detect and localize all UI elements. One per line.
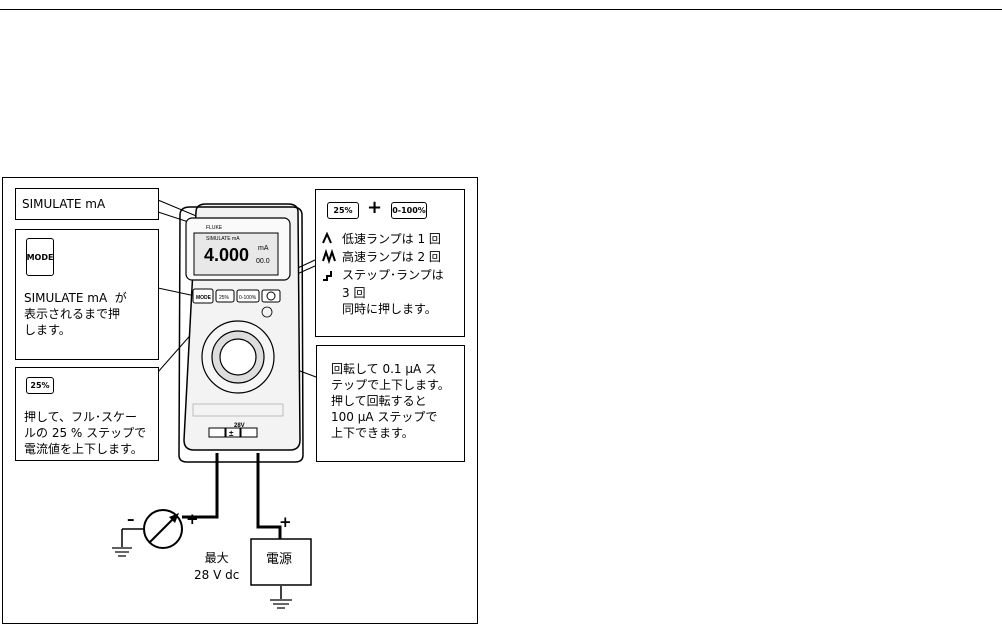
ramp-plus: + — [367, 197, 383, 218]
pct25-key: 25% — [26, 377, 54, 394]
meter-unit: mA — [258, 245, 269, 252]
neg-terminal-label: – — [127, 510, 135, 528]
power-supply-label: 電源 — [266, 552, 293, 567]
knob-callout: 回転して 0.1 μA ス テップで上下します。 押して回転すると 100 μA… — [316, 345, 465, 462]
meter-reading: 4.000 — [204, 245, 249, 265]
meter-brand: FLUKE — [206, 225, 223, 231]
meter-btn-0100: 0-100% — [239, 295, 257, 301]
ramp-callout: 25% + 0-100% 低速ランプは 1 回 高速ランプは 2 回 ステップ･… — [315, 189, 465, 337]
ramp-line-1: 低速ランプは 1 回 — [342, 232, 441, 246]
pct25-callout: 25% 押して、フル･スケー ルの 25 % ステップで 電流値を上下します。 — [15, 367, 159, 461]
figure-frame — [2, 177, 478, 624]
ramp-line-5: 同時に押します。 — [342, 302, 437, 316]
meter-sub-reading: 00.0 — [256, 258, 270, 265]
meter-mode-btn: MODE — [196, 295, 212, 301]
max-voltage-label: 最大 28 V dc — [194, 551, 240, 582]
ramp-key-0100: 0-100% — [391, 202, 427, 219]
ramp-line-2: 高速ランプは 2 回 — [342, 250, 441, 264]
top-rule — [0, 9, 1002, 10]
meter-28v-label: 28V — [234, 423, 245, 429]
pct25-text: 押して、フル･スケー ルの 25 % ステップで 電流値を上下します。 — [24, 410, 147, 456]
pos-terminal-label-meter: + — [186, 510, 199, 528]
ramp-line-4: 3 回 — [342, 286, 366, 300]
ramp-icons — [322, 232, 336, 281]
mode-text: SIMULATE mA が 表示されるまで押 します。 — [24, 291, 127, 337]
meter-mode-label: SIMULATE mA — [206, 236, 240, 242]
knob-text: 回転して 0.1 μA ス テップで上下します。 押して回転すると 100 μA… — [331, 362, 450, 440]
pos-terminal-label-supply: + — [279, 513, 292, 531]
mode-callout: MODE SIMULATE mA が 表示されるまで押 します。 — [15, 229, 159, 360]
simulate-callout: SIMULATE mA — [15, 188, 159, 220]
ramp-line-3: ステップ･ランプは — [342, 268, 444, 282]
meter-btn-25: 25% — [219, 295, 230, 301]
simulate-title: SIMULATE mA — [22, 197, 106, 211]
mode-key: MODE — [26, 238, 54, 276]
svg-text:±: ± — [229, 429, 234, 438]
ramp-key-25: 25% — [327, 202, 359, 219]
